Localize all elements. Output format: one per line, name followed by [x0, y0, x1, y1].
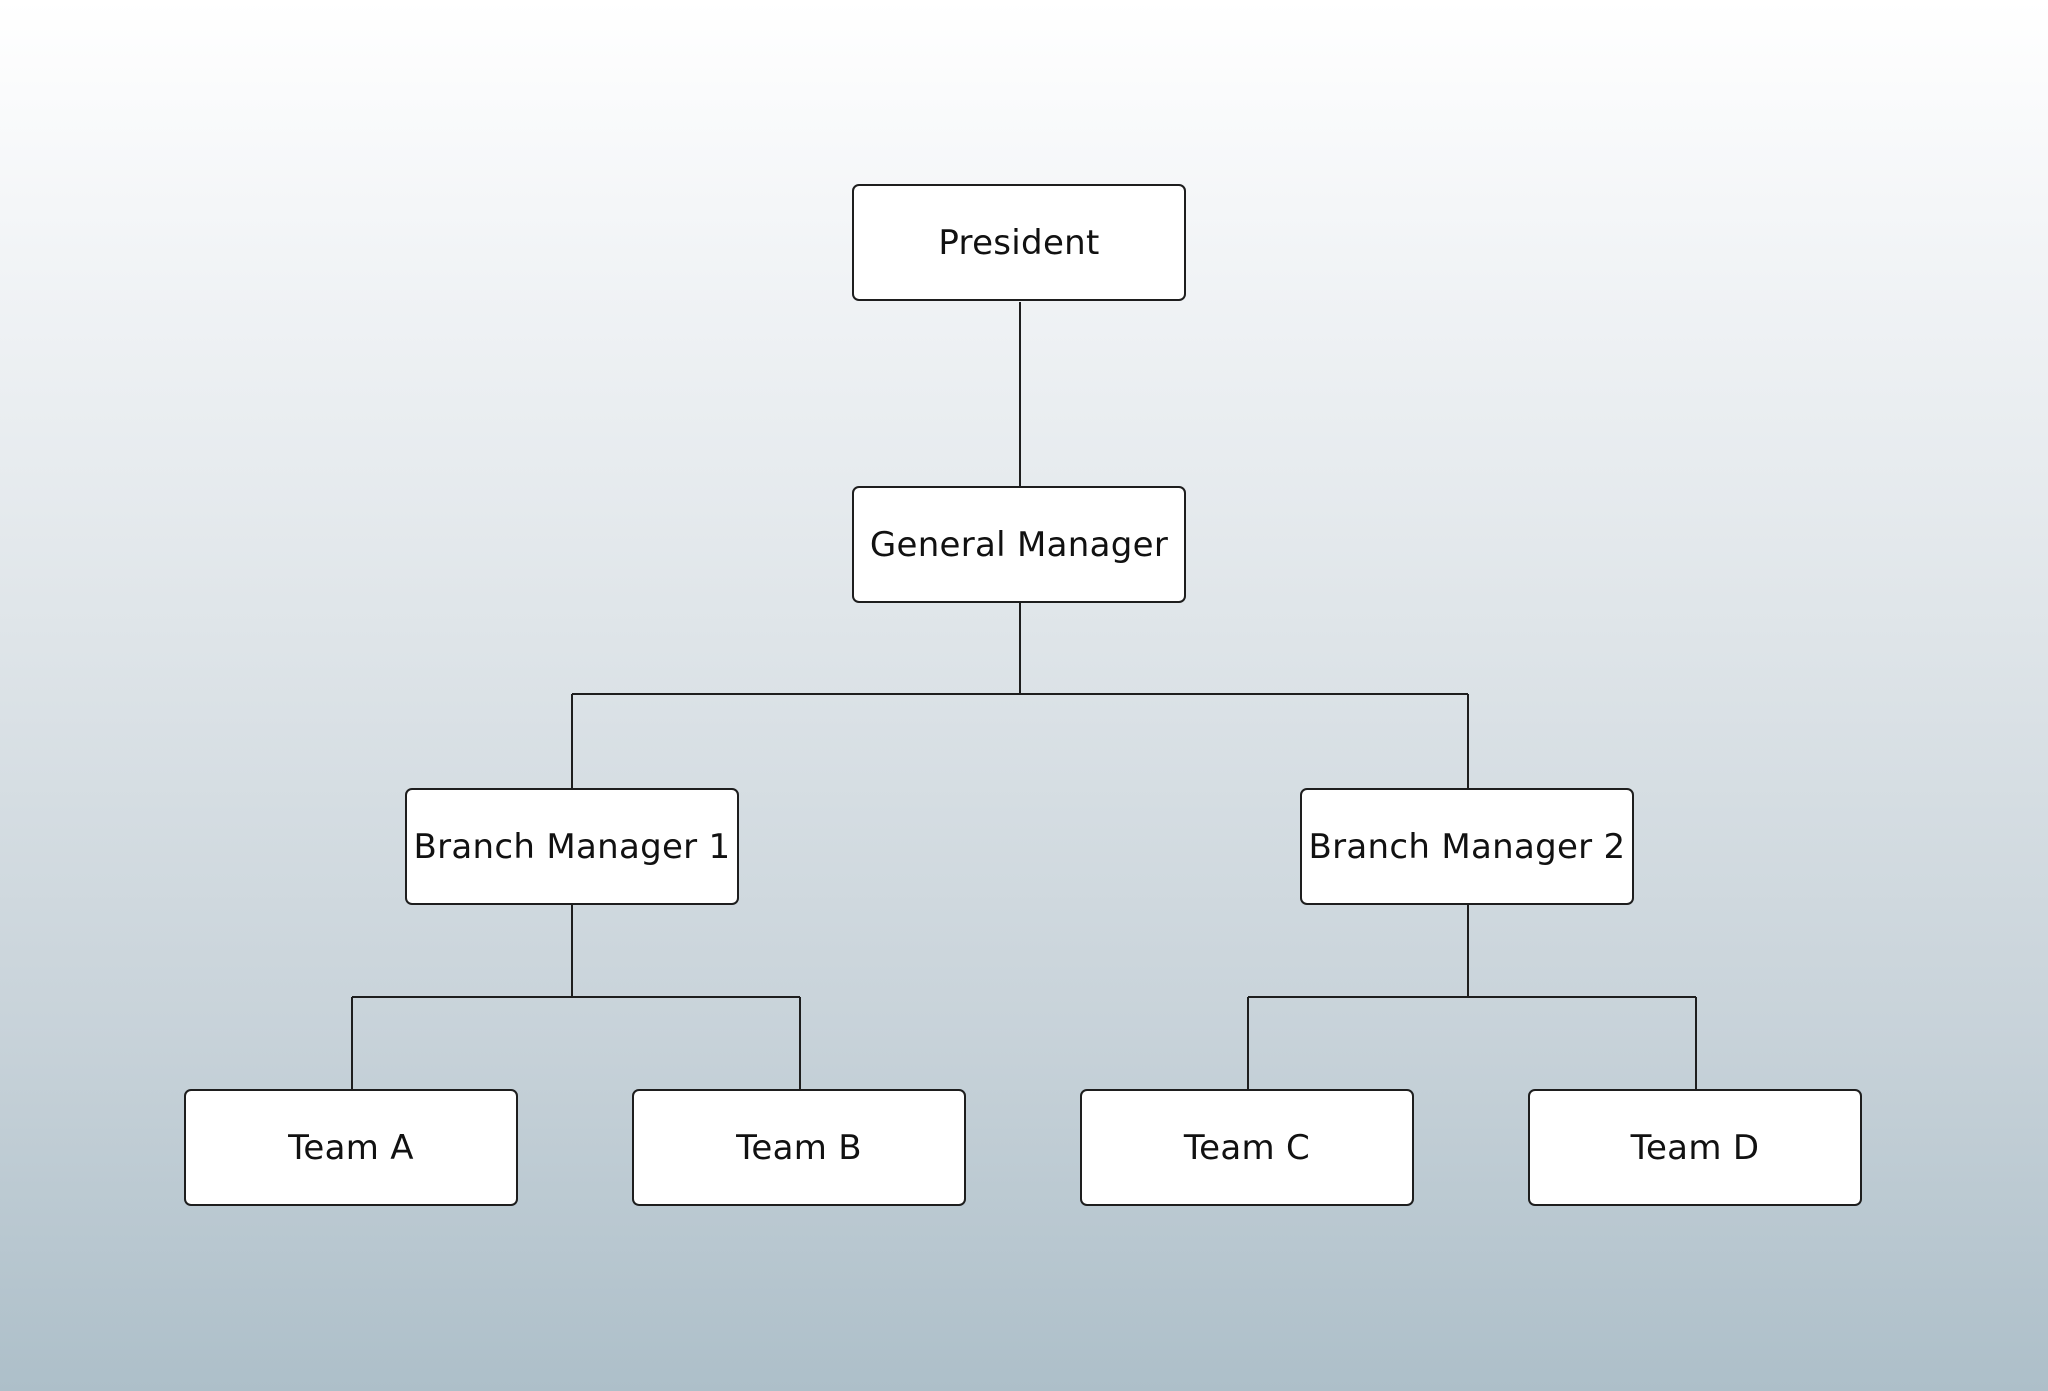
- node-label-branch-manager-2: Branch Manager 2: [1308, 826, 1626, 867]
- node-label-general-manager: General Manager: [869, 524, 1169, 565]
- node-team-b: Team B: [632, 1089, 966, 1206]
- node-label-team-a: Team A: [288, 1127, 414, 1168]
- node-president: President: [852, 184, 1186, 301]
- node-branch-manager-2: Branch Manager 2: [1300, 788, 1634, 905]
- node-team-d: Team D: [1528, 1089, 1862, 1206]
- node-label-branch-manager-1: Branch Manager 1: [413, 826, 731, 867]
- node-label-team-d: Team D: [1630, 1127, 1760, 1168]
- node-label-team-b: Team B: [736, 1127, 862, 1168]
- node-team-c: Team C: [1080, 1089, 1414, 1206]
- node-branch-manager-1: Branch Manager 1: [405, 788, 739, 905]
- node-team-a: Team A: [184, 1089, 518, 1206]
- node-label-president: President: [938, 222, 1100, 263]
- node-general-manager: General Manager: [852, 486, 1186, 603]
- node-label-team-c: Team C: [1183, 1127, 1311, 1168]
